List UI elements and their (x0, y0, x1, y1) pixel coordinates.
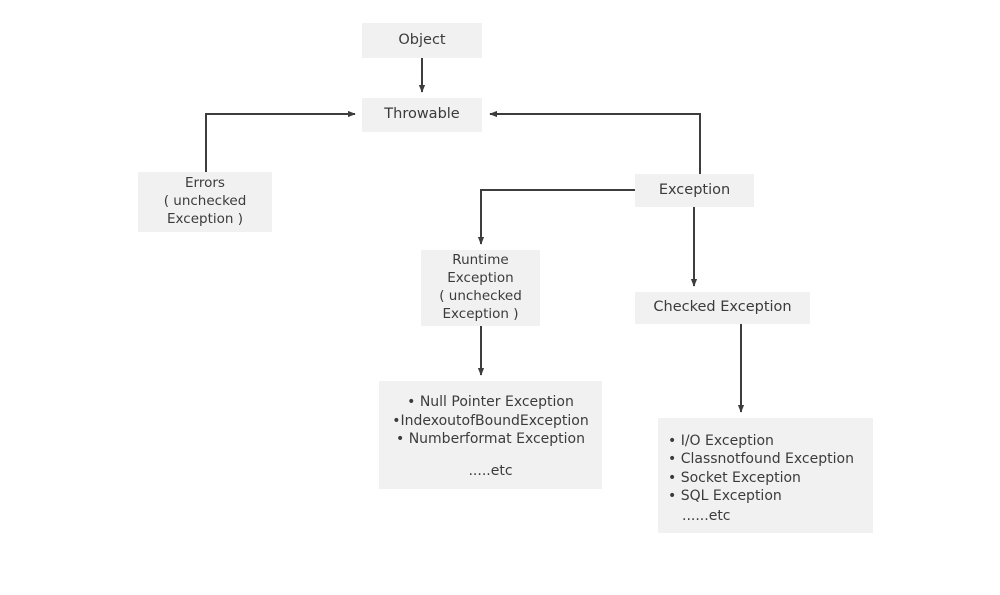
list-item: • SQL Exception (668, 488, 782, 505)
node-exception: Exception (635, 174, 754, 207)
node-throwable: Throwable (362, 98, 482, 132)
node-errors-line-3: Exception ) (167, 210, 243, 227)
node-errors-line-2: ( unchecked (163, 193, 247, 210)
node-unchecked-exception-list: • Null Pointer Exception •IndexoutofBoun… (379, 381, 602, 489)
list-item: • Null Pointer Exception (407, 394, 574, 411)
node-checked-exception: Checked Exception (635, 292, 810, 324)
node-exception-label: Exception (658, 181, 731, 198)
list-item: •IndexoutofBoundException (392, 412, 589, 429)
list-item: • Numberformat Exception (395, 431, 585, 447)
list-item: • Classnotfound Exception (668, 451, 854, 468)
node-runtime-exception-line-3: ( unchecked (439, 288, 522, 304)
node-object: Object (362, 23, 482, 58)
node-errors-line-1: Errors (185, 175, 225, 192)
node-runtime-exception-line-2: Exception (447, 270, 514, 287)
node-checked-exception-list: • I/O Exception • Classnotfound Exceptio… (658, 418, 873, 533)
node-runtime-exception-line-4: Exception ) (442, 305, 519, 322)
edge-exception-to-runtime-exception (477, 189, 635, 245)
list-item: • I/O Exception (668, 433, 774, 449)
unchecked-list-etc: .....etc (468, 463, 513, 480)
node-errors: Errors ( unchecked Exception ) (138, 172, 272, 232)
node-runtime-exception: Runtime Exception ( unchecked Exception … (421, 250, 540, 326)
node-throwable-label: Throwable (384, 106, 460, 123)
list-item: • Socket Exception (668, 469, 801, 486)
edge-exception-to-throwable (489, 110, 701, 174)
node-runtime-exception-line-1: Runtime (452, 252, 509, 269)
edge-errors-to-throwable (205, 110, 356, 172)
checked-list-etc: ......etc (682, 507, 731, 524)
node-checked-exception-label: Checked Exception (653, 299, 792, 316)
node-object-label: Object (398, 31, 446, 48)
